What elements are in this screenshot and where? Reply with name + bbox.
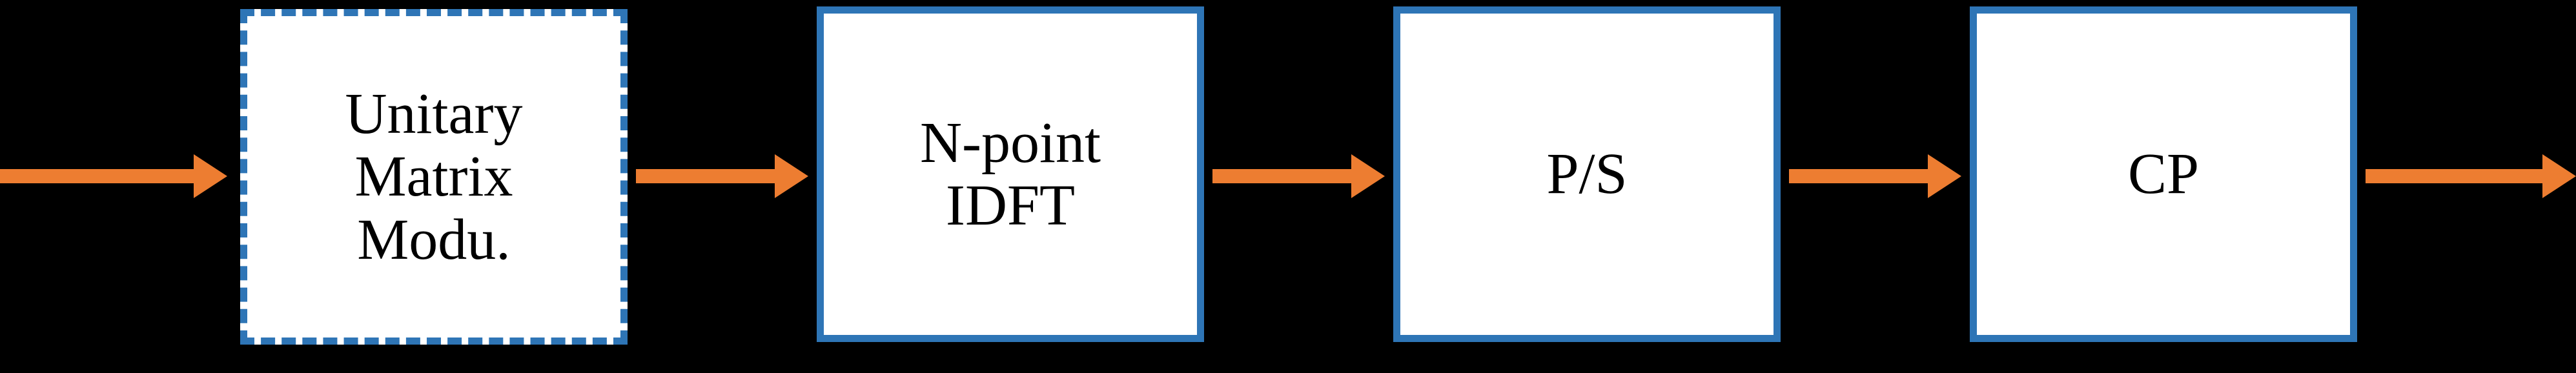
arrow-cp-out [2366, 169, 2542, 183]
block-p-s: P/S [1393, 6, 1781, 342]
block-n-point-idft-line-2: IDFT [946, 174, 1075, 237]
block-unitary-matrix-modu-line-2: Matrix [354, 145, 513, 209]
block-n-point-idft-line-1: N-point [920, 110, 1101, 175]
block-cp: CP [1970, 6, 2357, 342]
block-p-s-line-1: P/S [1546, 142, 1628, 207]
arrow-ps-to-cp [1789, 169, 1928, 183]
block-n-point-idft: N-point IDFT [817, 6, 1204, 342]
arrow-in-to-unitary [0, 169, 194, 183]
arrow-idft-to-ps [1212, 169, 1351, 183]
block-unitary-matrix-modu-line-3: Modu. [357, 207, 511, 272]
arrow-unitary-to-idft [636, 169, 775, 183]
block-cp-line-1: CP [2127, 142, 2200, 207]
block-unitary-matrix-modu: Unitary Matrix Modu. [240, 9, 628, 345]
block-unitary-matrix-modu-line-1: Unitary [345, 82, 523, 146]
